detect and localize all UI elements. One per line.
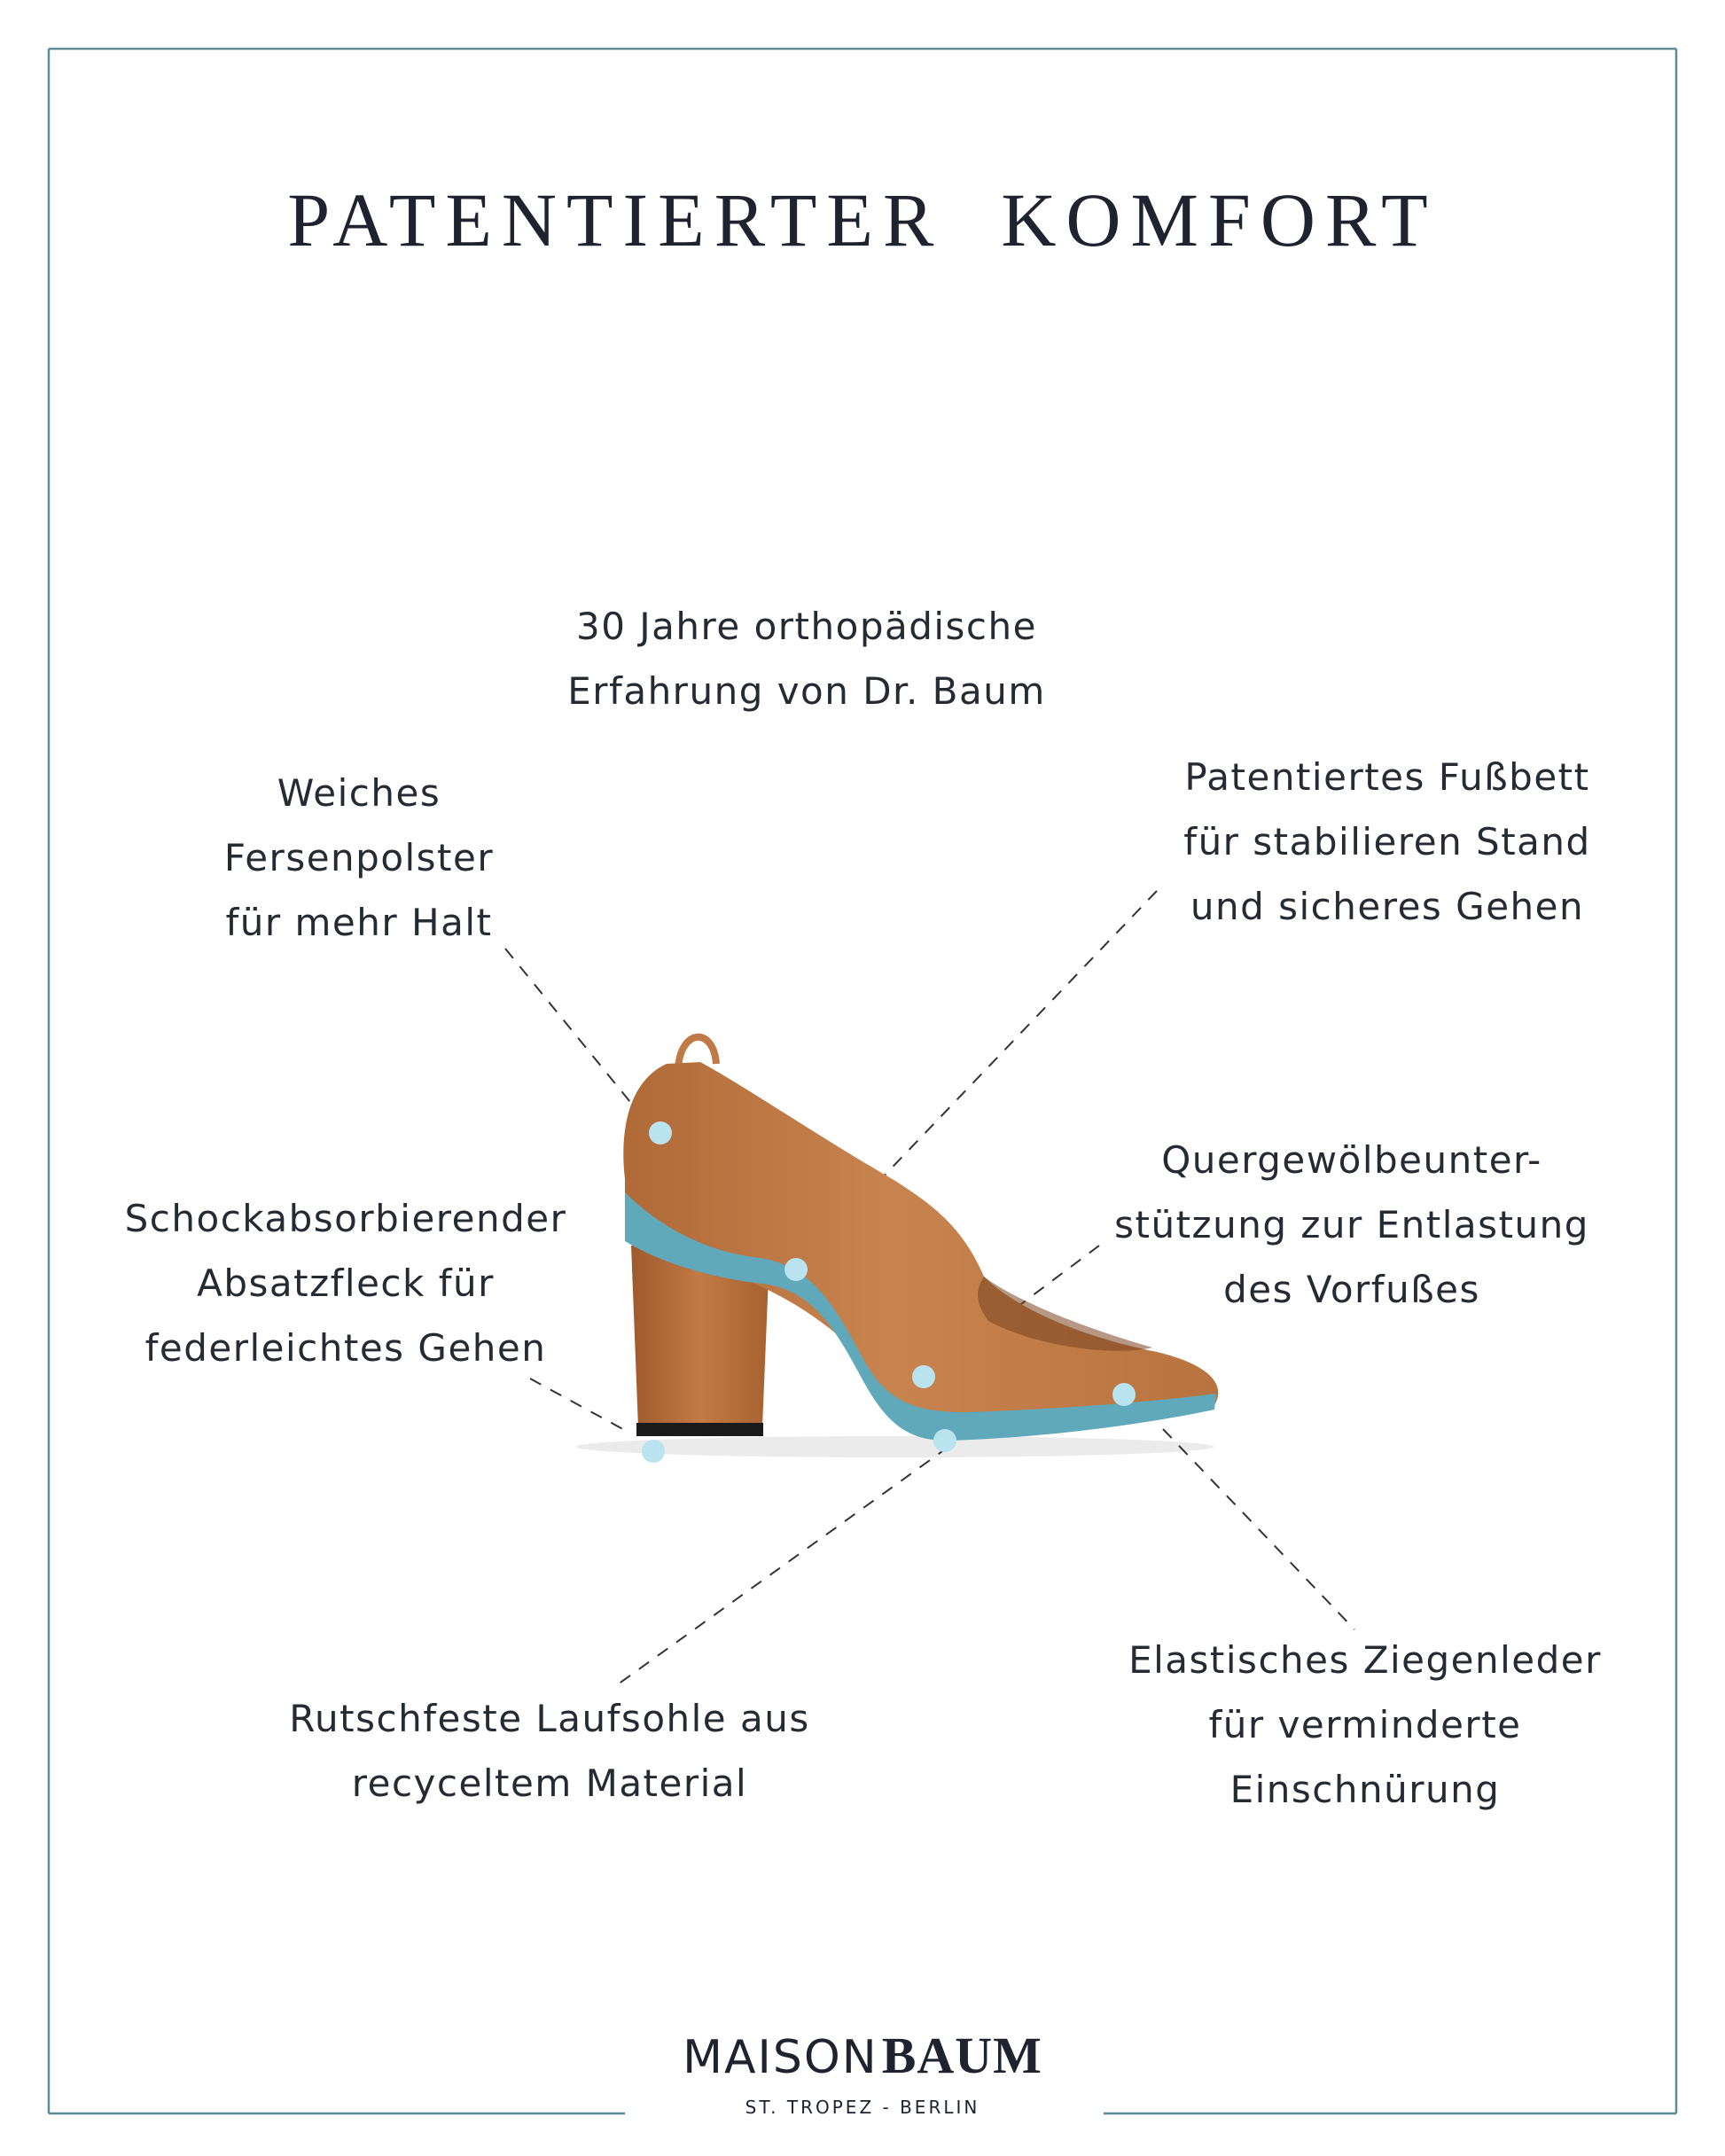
callout-shock-absorbing: Schockabsorbierender Absatzfleck für fed…	[124, 1197, 567, 1370]
brand-tagline: ST. TROPEZ - BERLIN	[745, 2097, 980, 2118]
callout-leather: Elastisches Ziegenleder für verminderte …	[1128, 1638, 1602, 1811]
page-title: PATENTIERTER KOMFORT	[0, 182, 1725, 258]
callout-arch-support: Quergewölbeunter- stützung zur Entlastun…	[1114, 1138, 1589, 1311]
callout-heel-pad: Weiches Fersenpolster für mehr Halt	[223, 771, 495, 944]
title-part-2: KOMFORT	[1001, 177, 1438, 262]
callout-footbed: Patentiertes Fußbett für stabilieren Sta…	[1183, 755, 1591, 928]
brand-logo: MAISON BAUM	[0, 2030, 1725, 2082]
feature-dot-icon	[642, 1121, 1136, 1463]
callout-experience: 30 Jahre orthopädische Erfahrung von Dr.…	[567, 605, 1046, 713]
title-part-1: PATENTIERTER	[287, 177, 944, 262]
brand-name-bold: BAUM	[881, 2027, 1042, 2084]
pump-shoe-illustration	[576, 1033, 1219, 1463]
brand-name-light: MAISON	[683, 2031, 878, 2084]
callout-outsole: Rutschfeste Laufsohle aus recyceltem Mat…	[289, 1697, 810, 1805]
